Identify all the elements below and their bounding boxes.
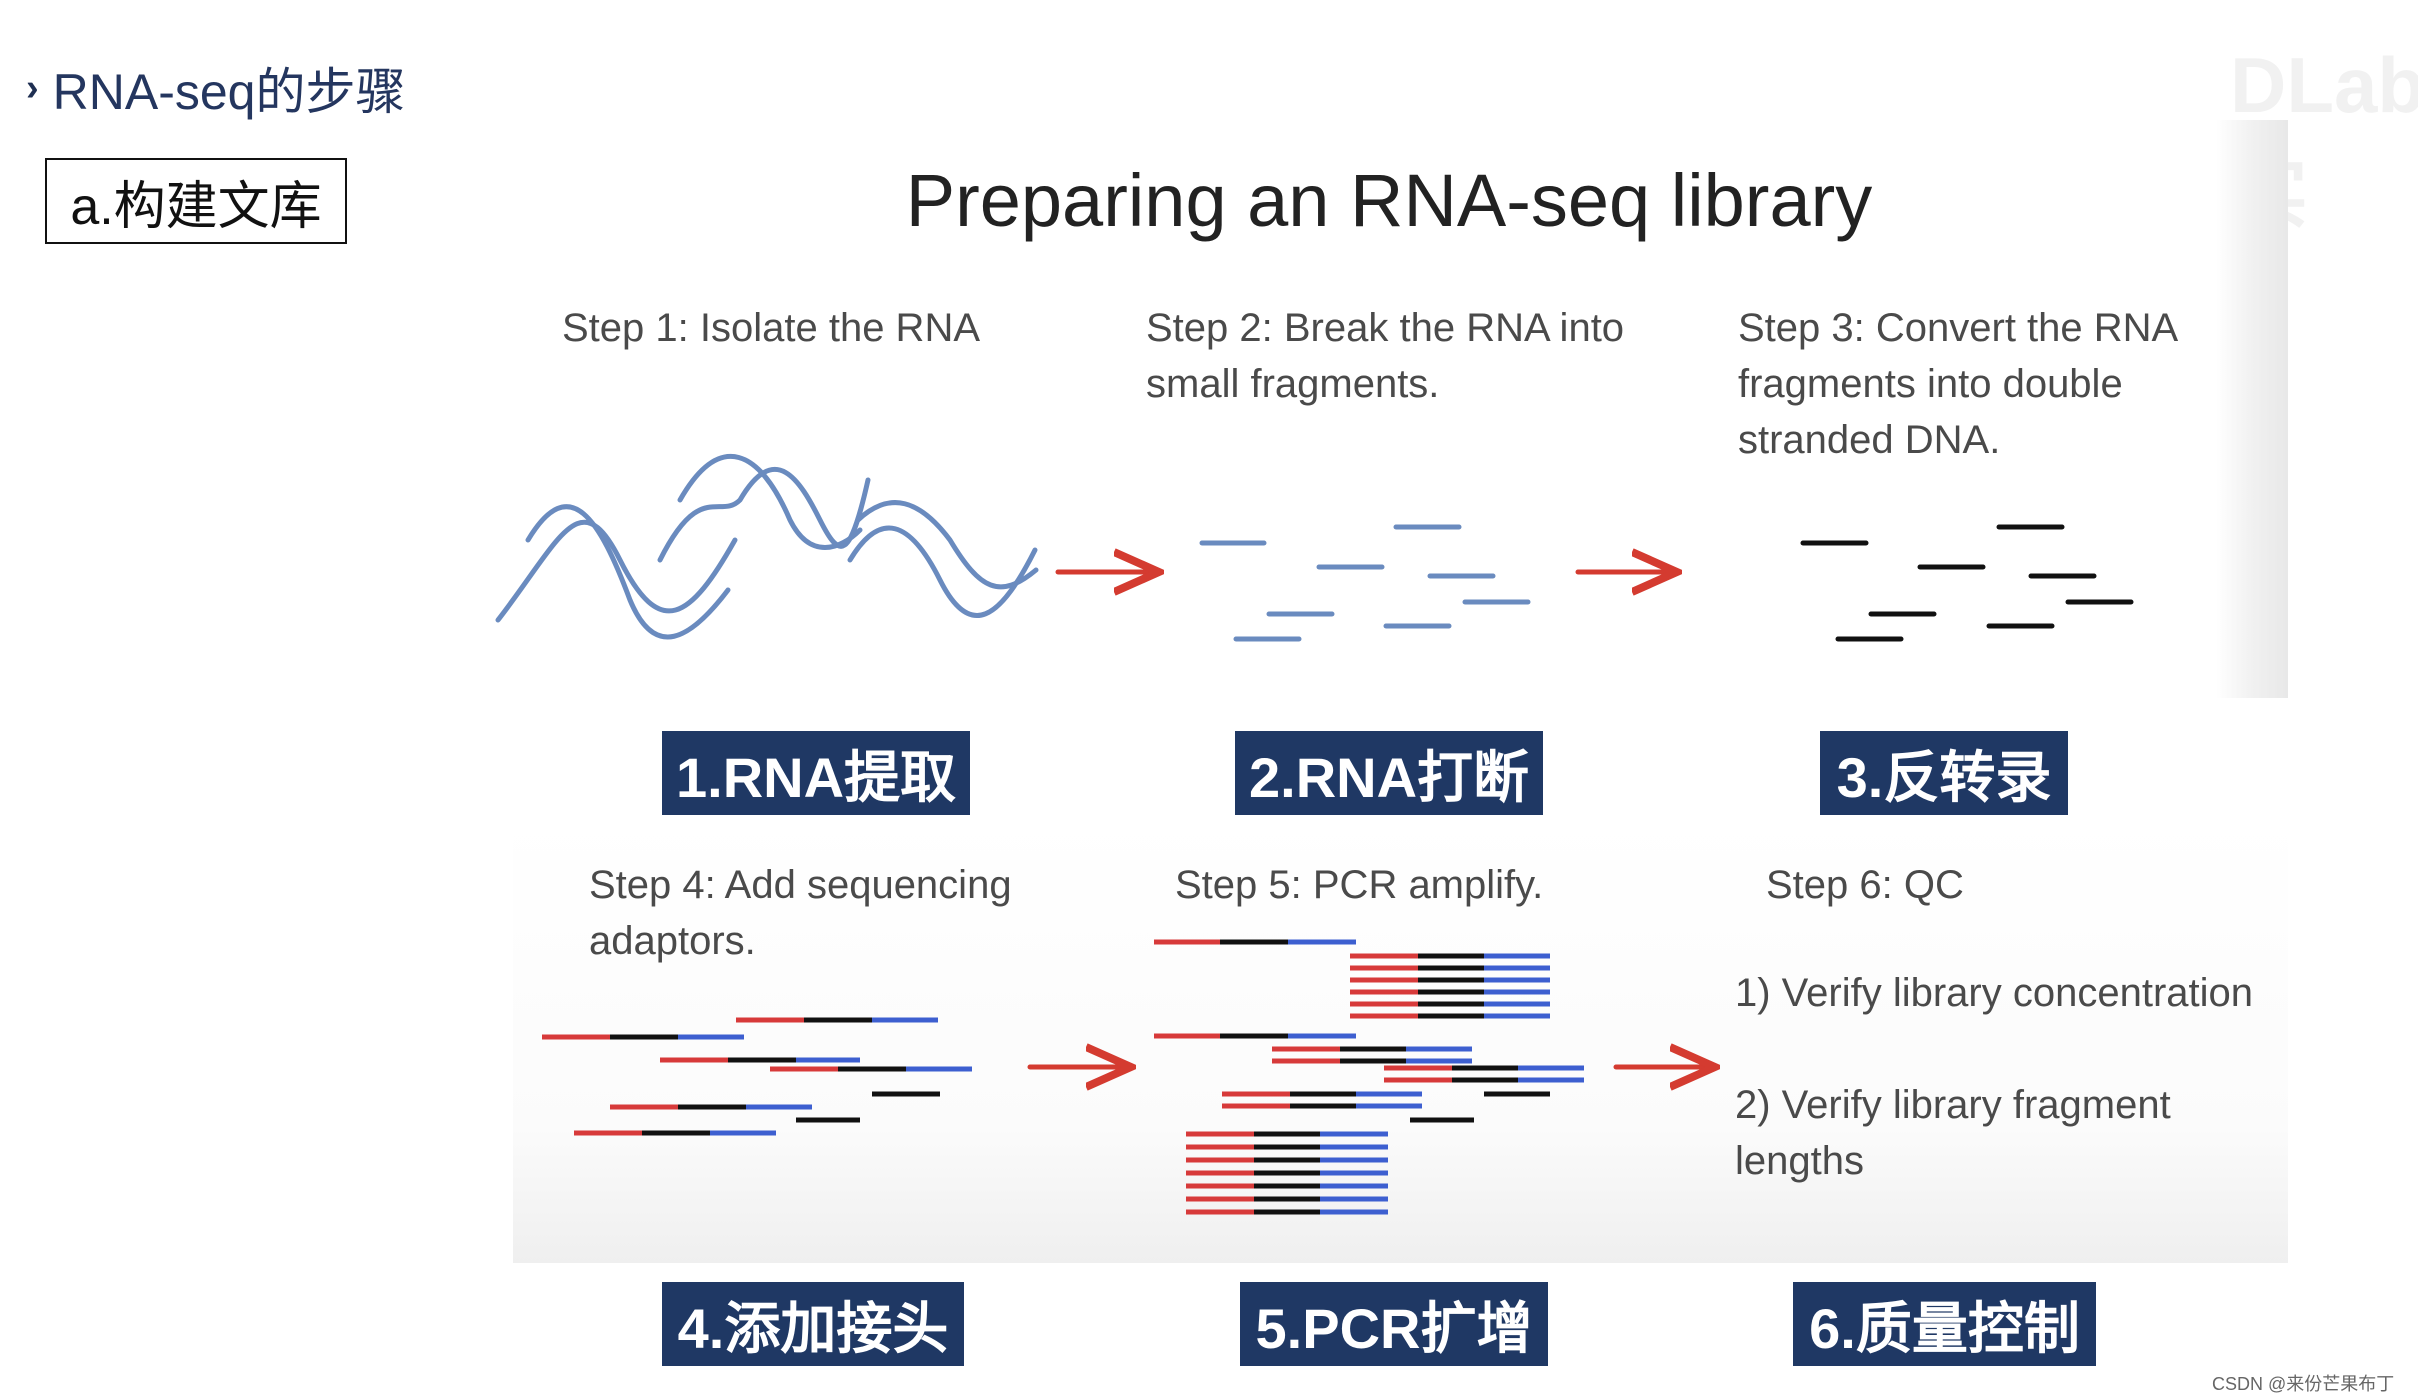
slide-panel-bottom: Step 4: Add sequencing adaptors. Step 5:… [513,815,2288,1263]
step-5-text: Step 5: PCR amplify. [1175,863,1544,907]
slide-panel-top: Preparing an RNA-seq library Step 1: Iso… [490,120,2288,698]
pcr-fragments [1154,939,1584,1215]
step-6-label: 6.质量控制 [1793,1282,2096,1366]
subsection-box: a.构建文库 [45,158,347,244]
step-1-label: 1.RNA提取 [662,731,970,815]
rna-strand [855,500,1039,590]
pcr-stack [1350,953,1550,1019]
step-3-label: 3.反转录 [1820,731,2068,815]
diagram-title: Preparing an RNA-seq library [905,159,1873,242]
watermark-credit: CSDN @来份芒果布丁 [2212,1374,2395,1394]
step-5-label: 5.PCR扩增 [1240,1282,1548,1366]
step-1-text: Step 1: Isolate the RNA [562,306,981,350]
step-4-text: Step 4: Add sequencing adaptors. [589,863,1012,963]
qc-item-2: 2) Verify library fragment lengths [1735,1083,2171,1183]
rna-strand [677,454,863,550]
qc-item-1: 1) Verify library concentration [1735,971,2254,1015]
rna-fragments [1199,524,1531,642]
section-title: RNA-seq的步骤 [52,64,406,120]
pcr-stack [1186,1131,1388,1215]
step-2-text: Step 2: Break the RNA into small fragmen… [1146,306,1625,406]
section-header: › RNA-seq的步骤 [26,52,406,124]
dna-fragments [1800,524,2134,642]
adaptor-fragments [542,1017,972,1136]
chevron-right-icon: › [26,67,39,109]
step-3-text: Step 3: Convert the RNA fragments into d… [1738,306,2179,462]
step-4-label: 4.添加接头 [662,1282,964,1366]
rna-strands [495,454,1039,640]
step-2-label: 2.RNA打断 [1235,731,1543,815]
rna-strand [495,519,738,623]
rna-strand [657,466,871,563]
rna-strand [847,525,1038,618]
rna-strand [525,504,731,640]
process-arrows [1027,572,1710,1067]
step-6-text: Step 6: QC [1766,863,1964,907]
